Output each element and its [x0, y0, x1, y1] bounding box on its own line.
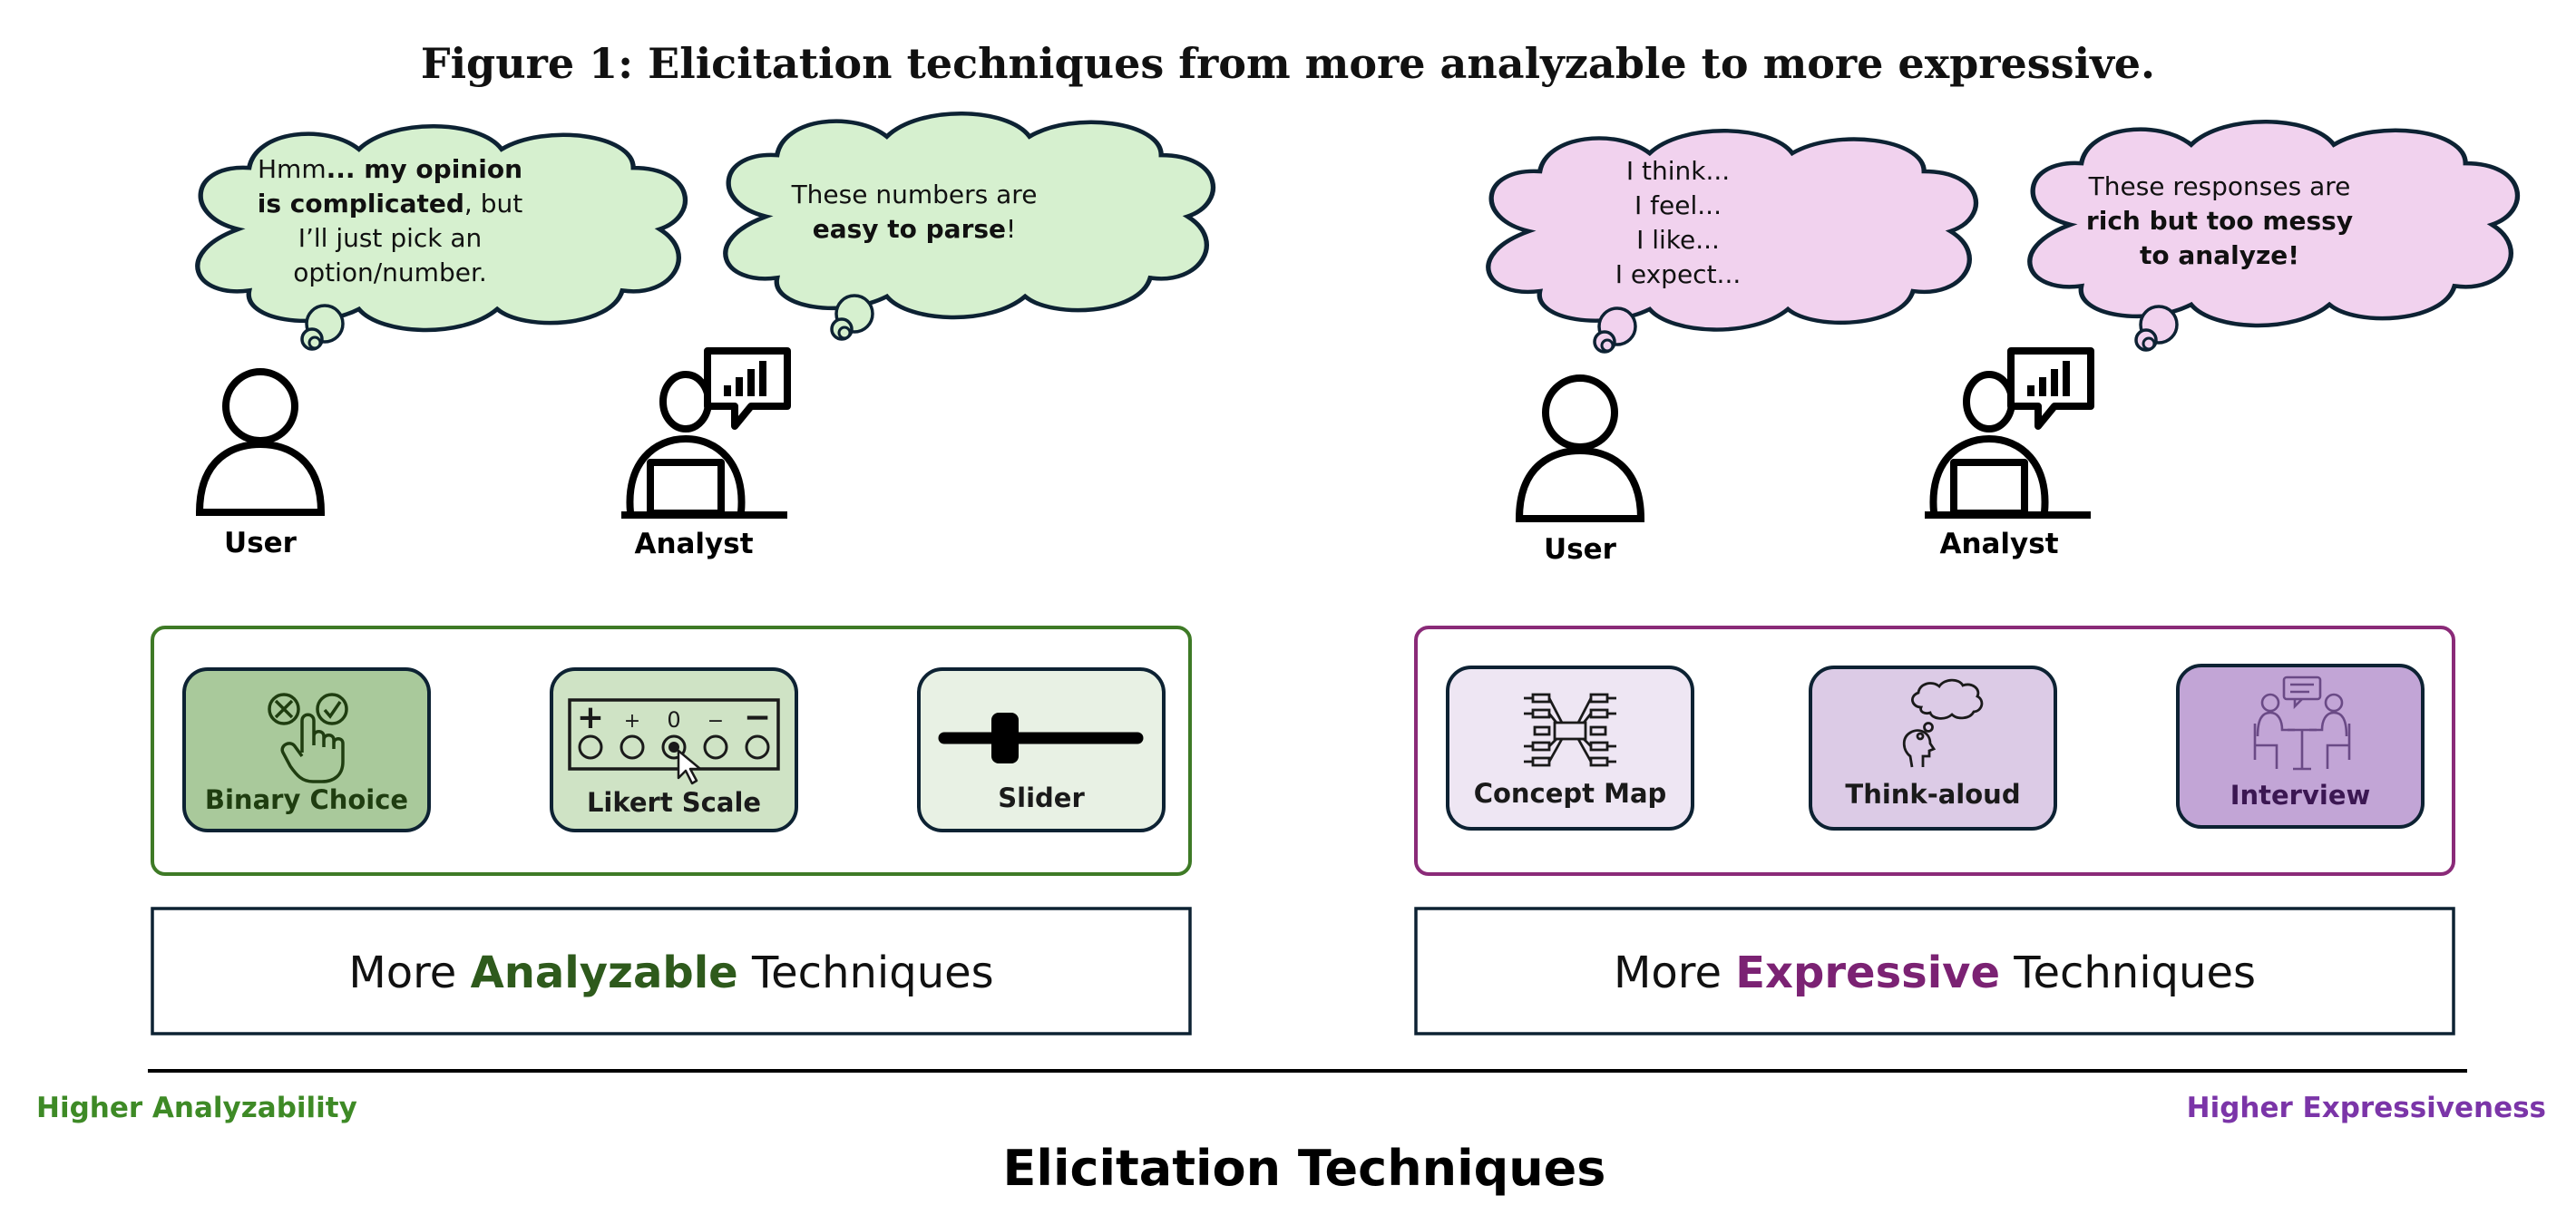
- likert-symbol: 0: [667, 707, 680, 733]
- bubble-text-segment: I think...: [1626, 156, 1730, 186]
- technique-label: Think-aloud: [1845, 779, 2020, 810]
- bubble-text-segment: I feel...: [1634, 190, 1722, 220]
- bubble-text-segment: option/number.: [293, 258, 487, 287]
- likert-selected-dot: [668, 742, 679, 753]
- expressive-caption: More Expressive Techniques: [1614, 948, 2256, 998]
- cursor-icon: [677, 749, 702, 785]
- bubble-text-segment: , but: [464, 189, 522, 219]
- likert-symbol: −: [744, 699, 771, 736]
- technique-card-slider: Slider: [917, 667, 1166, 832]
- bubble-text-segment: easy to parse: [813, 214, 1006, 244]
- likert-symbol: +: [577, 699, 604, 736]
- right-user-bubble-text: I think... I feel... I like... I expect...: [1615, 156, 1742, 289]
- technique-card-interview: Interview: [2176, 664, 2425, 829]
- right-user-label: User: [1544, 533, 1617, 566]
- bubble-text-segment: !: [1006, 214, 1016, 244]
- figure-title: Figure 1: Elicitation techniques from mo…: [421, 39, 2155, 88]
- right-user-thought-bubble: I think... I feel... I like... I expect...: [1488, 131, 1976, 354]
- technique-label: Concept Map: [1474, 778, 1667, 809]
- binary-choice-icon: [268, 693, 348, 783]
- expressive-caption-box: [1414, 907, 2455, 1035]
- bubble-text-segment: I like...: [1636, 225, 1720, 255]
- thought-dot: [1600, 338, 1615, 353]
- technique-label: Likert Scale: [587, 787, 761, 818]
- likert-scale-icon: + + 0 − −: [568, 698, 780, 785]
- likert-symbol: +: [624, 710, 640, 733]
- bubble-text-segment: I’ll just pick an: [298, 223, 483, 253]
- bubble-text-segment: to analyze!: [2140, 240, 2299, 270]
- right-user-icon: [1515, 374, 1645, 522]
- axis-title: Elicitation Techniques: [1003, 1140, 1606, 1197]
- likert-option: [578, 734, 603, 760]
- technique-card-likert-scale: + + 0 − − Likert Scale: [550, 667, 798, 832]
- right-analyst-thought-bubble: These responses are rich but too messy to …: [2030, 122, 2518, 352]
- technique-label: Slider: [998, 782, 1085, 813]
- think-aloud-icon: [1902, 678, 1984, 768]
- caption-prefix: More: [1614, 948, 1735, 998]
- technique-label: Binary Choice: [205, 784, 408, 815]
- bubble-text-segment: These numbers are: [791, 180, 1038, 209]
- caption-emphasis: Expressive: [1735, 948, 2000, 998]
- likert-option: [745, 734, 770, 760]
- bubble-text-segment: Hmm: [258, 154, 327, 184]
- left-analyst-label: Analyst: [634, 528, 753, 560]
- technique-card-think-aloud: Think-aloud: [1809, 666, 2057, 831]
- left-analyst-bubble-text: These numbers are easy to parse!: [791, 180, 1038, 244]
- left-analyst-thought-bubble: These numbers are easy to parse!: [726, 113, 1214, 341]
- interview-icon: [2253, 676, 2351, 771]
- bubble-text-segment: is complicated: [258, 189, 464, 219]
- caption-emphasis: Analyzable: [471, 948, 738, 998]
- thought-dot: [2142, 336, 2156, 351]
- analyzable-caption: More Analyzable Techniques: [348, 948, 993, 998]
- thought-dot: [837, 326, 852, 340]
- thought-dot: [307, 335, 322, 350]
- technique-card-concept-map: Concept Map: [1446, 666, 1694, 831]
- expressive-techniques-panel: [1414, 626, 2455, 876]
- right-analyst-bubble-text: These responses are rich but too messy to …: [2086, 171, 2353, 270]
- concept-map-icon: [1524, 693, 1616, 767]
- right-analyst-label: Analyst: [1939, 528, 2058, 560]
- likert-symbol: −: [707, 710, 724, 733]
- bubble-text-segment: ... my opinion: [327, 154, 522, 184]
- likert-option: [620, 734, 645, 760]
- analyzable-techniques-panel: [151, 626, 1192, 876]
- technique-card-binary-choice: Binary Choice: [182, 667, 431, 832]
- left-analyst-icon: [621, 347, 791, 519]
- left-user-label: User: [224, 527, 298, 559]
- likert-option: [661, 734, 687, 760]
- analyzable-caption-box: [151, 907, 1192, 1035]
- axis-left-label: Higher Analyzability: [36, 1092, 357, 1124]
- slider-icon: [938, 713, 1144, 763]
- bubble-text-segment: rich but too messy: [2086, 206, 2353, 236]
- likert-option: [703, 734, 728, 760]
- right-analyst-icon: [1925, 347, 2094, 519]
- thought-cloud: [1488, 131, 1976, 329]
- caption-suffix: Techniques: [738, 948, 994, 998]
- technique-label: Interview: [2230, 780, 2371, 811]
- caption-prefix: More: [348, 948, 470, 998]
- bubble-text-segment: I expect...: [1615, 259, 1742, 289]
- left-user-icon: [195, 368, 326, 516]
- caption-suffix: Techniques: [2000, 948, 2256, 998]
- bubble-text-segment: These responses are: [2088, 171, 2351, 201]
- axis-right-label: Higher Expressiveness: [2187, 1092, 2546, 1124]
